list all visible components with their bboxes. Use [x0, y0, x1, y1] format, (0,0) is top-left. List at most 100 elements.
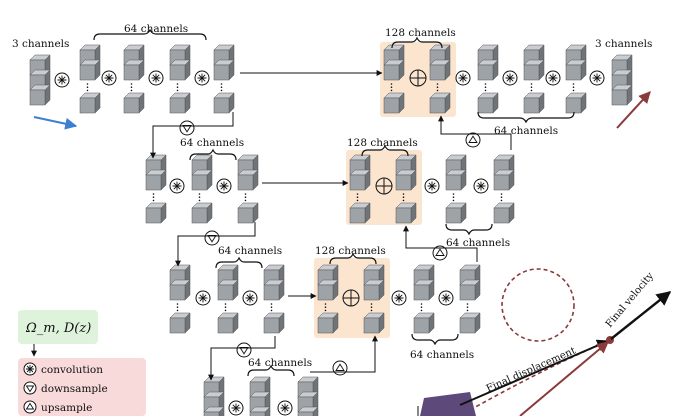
convolution-icon	[277, 400, 293, 416]
enc3-col-3-cube-3	[263, 312, 285, 334]
dec1-col-4	[523, 44, 545, 114]
dec3-col-1-cube-3	[317, 312, 339, 334]
enc2-col-2-cube-2	[191, 169, 213, 191]
brace-64-top	[93, 28, 207, 41]
convolution-icon	[54, 72, 70, 88]
input-flow-arrow	[33, 116, 78, 130]
convolution-icon	[169, 178, 185, 194]
dec1-col-5	[565, 44, 587, 114]
brace-128-l2	[361, 144, 409, 157]
feature-map-cubes	[29, 44, 633, 416]
enc3-col-2-cube-3	[217, 312, 239, 334]
dec2-col-4-cube-2	[493, 169, 515, 191]
legend-convolution-label: convolution	[41, 364, 103, 376]
convolution-icon	[455, 70, 471, 86]
enc1-col-4-cube-2	[213, 59, 235, 81]
enc1-col-3-cube-2	[169, 59, 191, 81]
convolution-icon	[391, 290, 407, 306]
label-3-channels-in: 3 channels	[12, 38, 69, 50]
dec2-col-3	[445, 154, 467, 224]
dec2-col-4-cube-3	[493, 202, 515, 224]
enc3-col-3	[263, 264, 285, 334]
skip-connections	[150, 70, 512, 381]
convolution-icon	[228, 400, 244, 416]
brace-64-l2-right	[445, 223, 493, 236]
output-stack	[611, 54, 633, 106]
dec1-col-2-cube-3	[429, 92, 451, 114]
convolution-icon	[148, 70, 164, 86]
dec3-col-4	[459, 264, 481, 334]
upsample-icon	[465, 132, 481, 148]
enc1-col-4-cube-3	[213, 92, 235, 114]
enc1-col-2	[123, 44, 145, 114]
orbit-circle	[501, 268, 575, 342]
enc3-col-2-cube-2	[217, 279, 239, 301]
dec1-col-1	[383, 44, 405, 114]
convolution-icon	[242, 290, 258, 306]
downsample-icon	[23, 381, 37, 395]
dec1-col-2-cube-2	[429, 59, 451, 81]
label-64-channels-l3: 64 channels	[218, 245, 282, 257]
dec1-col-4-cube-2	[523, 59, 545, 81]
dec2-col-3-cube-2	[445, 169, 467, 191]
legend: Ω_m, D(z) convolution downsample upsampl…	[18, 310, 146, 416]
dec3-col-4-cube-2	[459, 279, 481, 301]
enc2-col-2	[191, 154, 213, 224]
label-128-channels-l3: 128 channels	[315, 245, 386, 257]
concat-plus-icon	[375, 177, 393, 195]
label-64-channels-top-right: 64 channels	[494, 125, 558, 137]
enc1-col-2-cube-3	[123, 92, 145, 114]
brace-128-top	[391, 36, 443, 49]
dec1-col-5-cube-3	[565, 92, 587, 114]
input-stack-cube-3	[29, 84, 51, 106]
brace-64-l3-right	[411, 333, 459, 346]
brace-128-l3	[329, 252, 377, 265]
up-path-1	[438, 115, 512, 150]
enc1-col-3-cube-3	[169, 92, 191, 114]
down-path-3	[208, 336, 276, 381]
enc2-col-2-cube-3	[191, 202, 213, 224]
legend-downsample-label: downsample	[41, 383, 108, 395]
enc2-col-3-cube-3	[237, 202, 259, 224]
dec3-col-1	[317, 264, 339, 334]
dec2-col-1-cube-2	[349, 169, 371, 191]
operators	[54, 69, 605, 416]
concat-plus-icon	[342, 289, 360, 307]
label-64-channels-l4: 64 channels	[248, 357, 312, 369]
down-path-1	[150, 112, 234, 159]
dec3-col-2-cube-2	[363, 279, 385, 301]
convolution-icon	[438, 290, 454, 306]
convolution-icon	[545, 70, 561, 86]
enc1-col-1	[79, 44, 101, 114]
dec2-col-4	[493, 154, 515, 224]
label-128-channels-l2: 128 channels	[347, 137, 418, 149]
upsample-icon	[23, 400, 37, 414]
enc3-col-2	[217, 264, 239, 334]
maroon-path-arrow	[519, 341, 609, 416]
downsample-icon	[179, 120, 195, 136]
up-path-2	[403, 225, 478, 262]
convolution-icon	[194, 70, 210, 86]
bott-col-1-cube-3	[203, 406, 225, 416]
dec2-col-3-cube-3	[445, 202, 467, 224]
dec2-col-1	[349, 154, 371, 224]
enc3-col-1	[169, 264, 191, 334]
enc3-col-1-cube-3	[169, 312, 191, 334]
brace-64-l2	[189, 148, 237, 161]
final-velocity-arrow	[610, 291, 672, 340]
brace-64-l3	[215, 256, 263, 269]
bott-col-3	[297, 376, 319, 416]
enc1-col-1-cube-2	[79, 59, 101, 81]
convolution-icon	[23, 362, 37, 376]
convolution-icon	[101, 70, 117, 86]
dec1-col-2	[429, 44, 451, 114]
label-64-channels-top: 64 channels	[124, 23, 188, 35]
final-displacement-arrow	[459, 339, 610, 406]
dec1-col-1-cube-2	[383, 59, 405, 81]
brace-64-top-right	[477, 111, 575, 124]
input-stack	[29, 54, 51, 106]
bott-col-2-cube-3	[249, 406, 271, 416]
dec1-col-5-cube-2	[565, 59, 587, 81]
legend-params-box	[18, 310, 98, 344]
